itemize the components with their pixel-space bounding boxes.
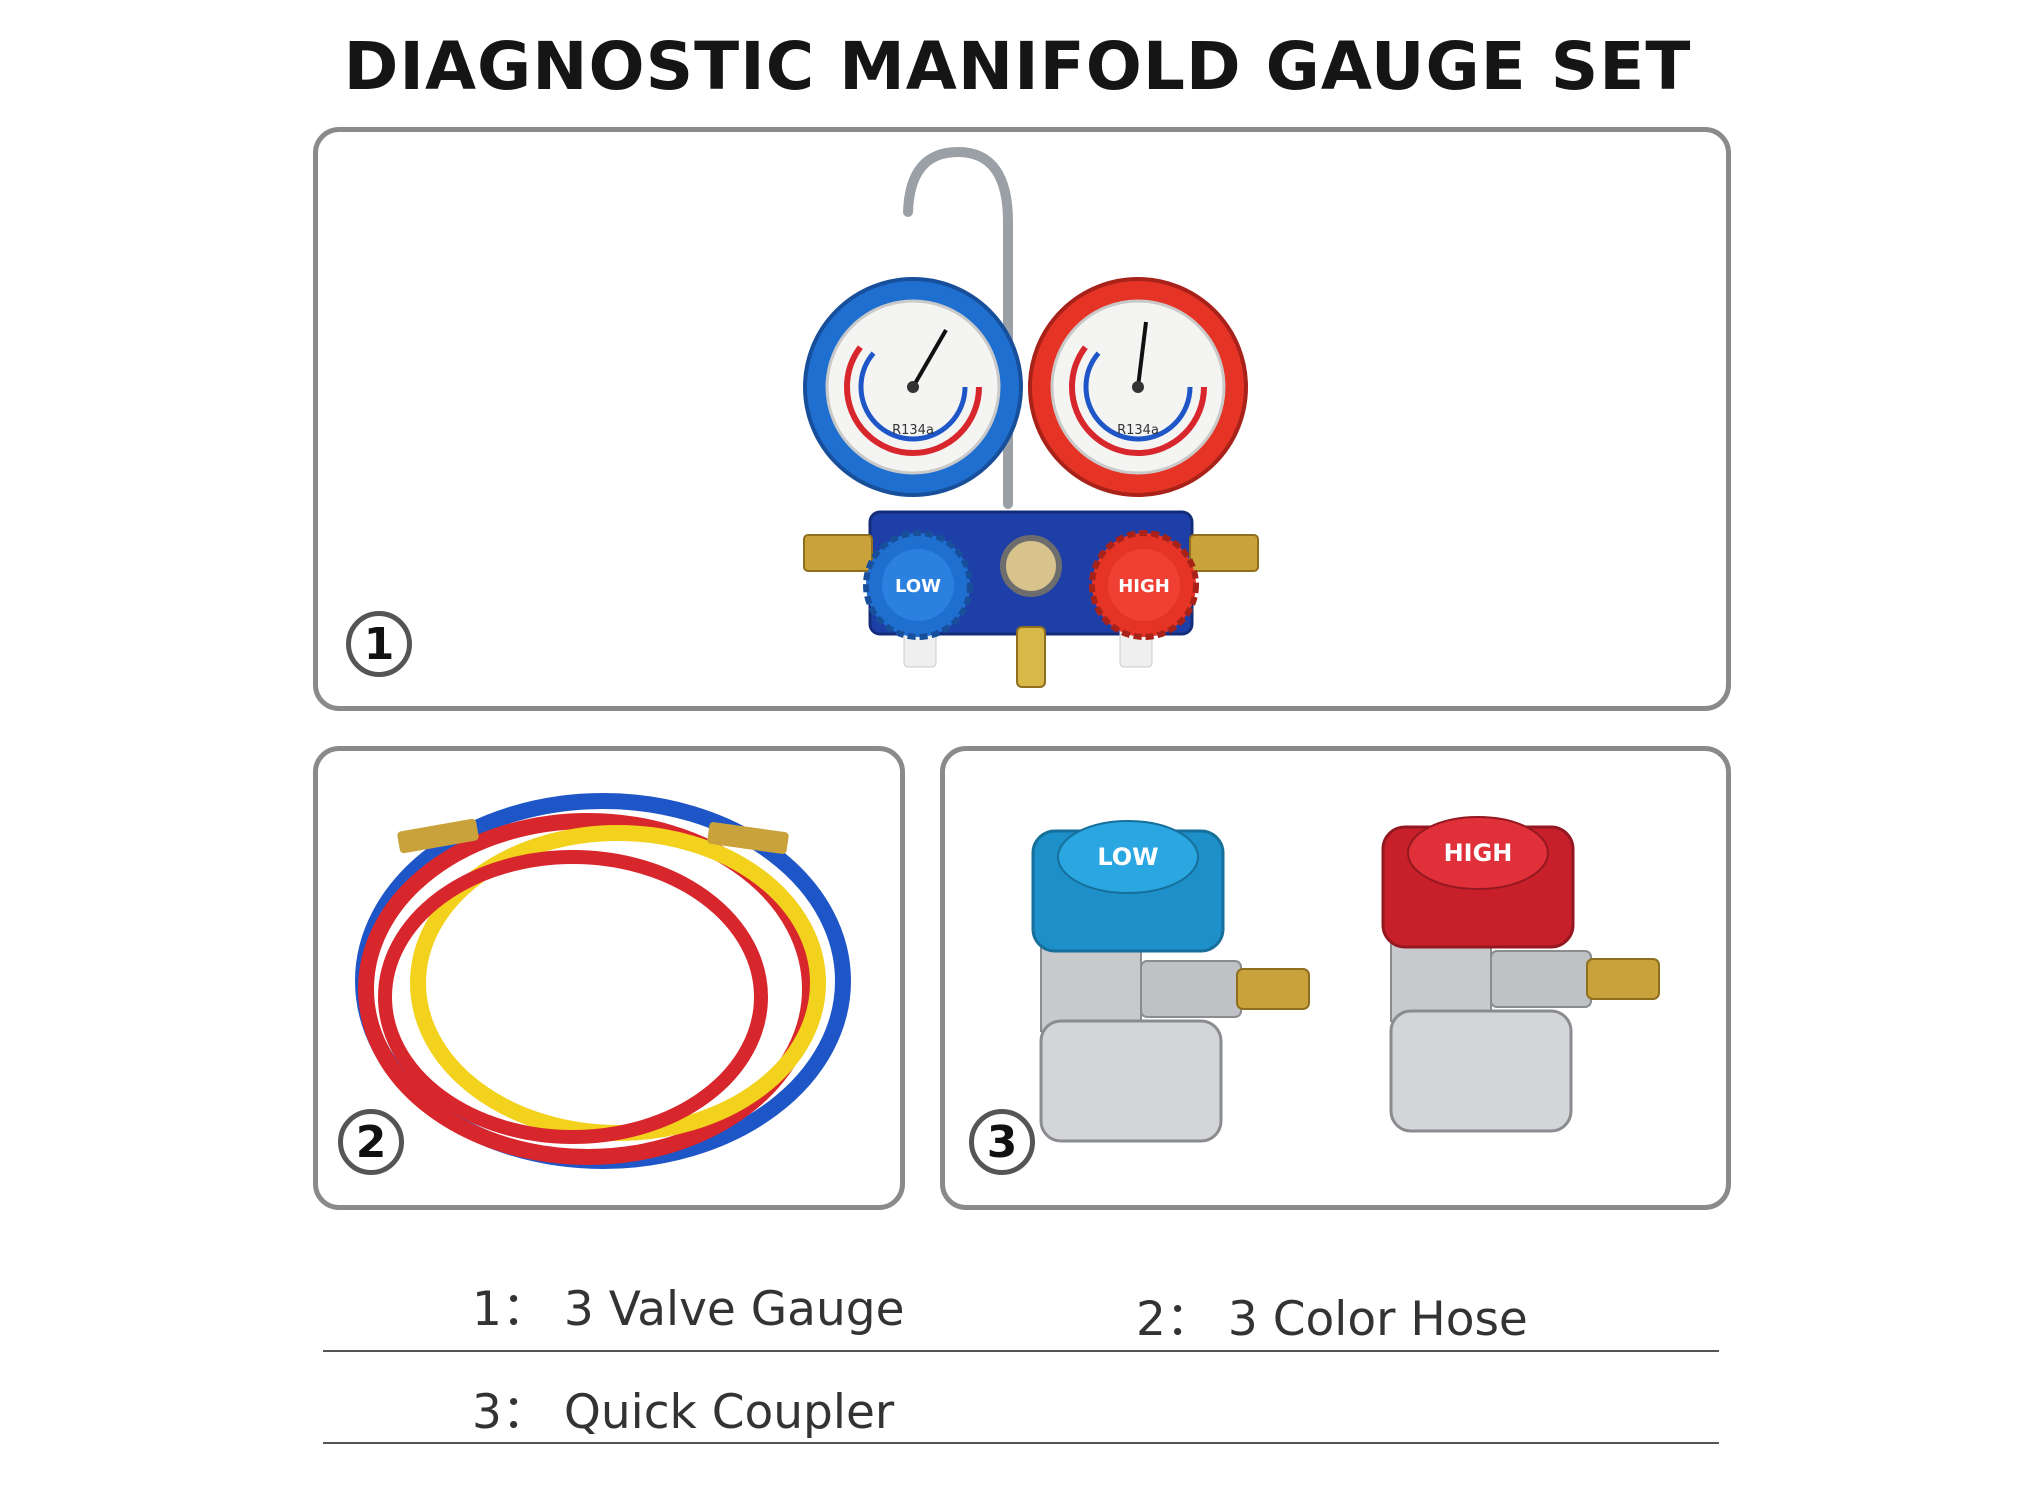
quick-coupler-illustration: LOW HIGH (1031, 816, 1660, 1143)
panel-number-badge: 3 (969, 1109, 1035, 1175)
caption-separator: ： (501, 1282, 549, 1337)
panel-quick-coupler: LOW HIGH 3 (940, 746, 1731, 1210)
high-valve-label: HIGH (1118, 576, 1170, 597)
low-coupler-label: LOW (1097, 843, 1158, 871)
panel-manifold-gauge: R134a R134a LOW HIGH 1 (313, 127, 1731, 711)
left-brass-fitting (803, 534, 873, 572)
high-gauge-refrigerant-label: R134a (1117, 423, 1159, 438)
divider-line (323, 1442, 1719, 1444)
panel-number-badge: 1 (346, 611, 412, 677)
high-coupler-label: HIGH (1444, 839, 1513, 867)
caption-text: Quick Coupler (563, 1385, 895, 1440)
sight-glass (1000, 535, 1062, 597)
manifold-gauge-illustration: R134a R134a LOW HIGH (803, 146, 1259, 688)
caption-number: 3 (472, 1385, 502, 1440)
high-pressure-gauge: R134a (1028, 277, 1248, 497)
center-port (1016, 626, 1046, 688)
divider-line (323, 1350, 1719, 1352)
high-side-coupler: HIGH (1381, 816, 1660, 1133)
caption-text: 3 Color Hose (1227, 1292, 1528, 1347)
right-brass-fitting (1189, 534, 1259, 572)
low-pressure-gauge: R134a (803, 277, 1023, 497)
low-gauge-refrigerant-label: R134a (892, 423, 934, 438)
low-valve-label: LOW (895, 576, 941, 597)
caption-separator: ： (501, 1385, 549, 1440)
hose-fitting-right (707, 822, 789, 854)
caption-1: 1： 3 Valve Gauge (472, 1270, 905, 1339)
caption-text: 3 Valve Gauge (563, 1282, 905, 1337)
high-valve-knob: HIGH (1089, 530, 1199, 640)
caption-2: 2： 3 Color Hose (1136, 1280, 1528, 1349)
low-valve-knob: LOW (863, 530, 973, 640)
caption-number: 1 (472, 1282, 502, 1337)
page-title: DIAGNOSTIC MANIFOLD GAUGE SET (343, 28, 1692, 105)
caption-number: 2 (1136, 1292, 1166, 1347)
hose-coil-illustration (355, 793, 851, 1169)
hanging-hook (903, 146, 1013, 509)
panel-number-badge: 2 (338, 1109, 404, 1175)
caption-separator: ： (1165, 1292, 1213, 1347)
caption-3: 3： Quick Coupler (472, 1373, 894, 1442)
hose-fitting-left (397, 818, 479, 854)
panel-color-hose: 2 (313, 746, 905, 1210)
low-side-coupler: LOW (1031, 820, 1310, 1143)
